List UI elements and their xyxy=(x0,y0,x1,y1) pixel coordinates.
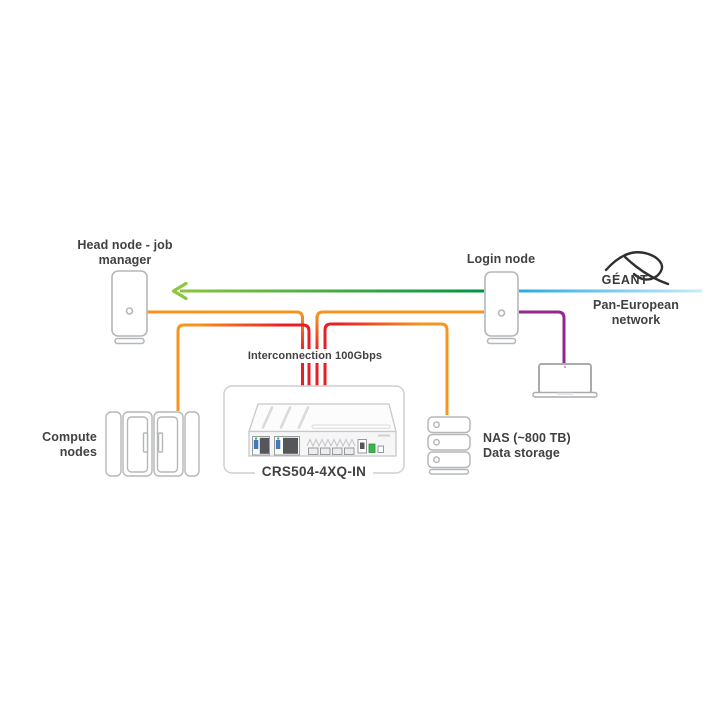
nas-label-line1: NAS (~800 TB) xyxy=(483,431,571,445)
switch-model-label: CRS504-4XQ-IN xyxy=(229,464,399,480)
compute-nodes-line2: nodes xyxy=(59,444,97,459)
nas-icon xyxy=(427,416,471,475)
head-node-label-line2: manager xyxy=(98,252,152,267)
interconnection-label-text: Interconnection 100Gbps xyxy=(243,349,387,363)
link-nas-to-switch-b xyxy=(323,322,425,386)
pan-european-line1: Pan-European xyxy=(593,298,679,312)
nas-label-line2: Data storage xyxy=(483,445,560,460)
pan-european-line2: network xyxy=(611,313,661,327)
psu-modules xyxy=(252,436,300,456)
geant-label: GÉANT xyxy=(601,273,649,287)
laptop-icon xyxy=(532,363,598,398)
head-node-icon xyxy=(111,270,148,345)
model-microtext xyxy=(378,434,390,437)
nas-label: NAS (~800 TB) Data storage xyxy=(483,431,633,460)
login-node-icon xyxy=(484,271,519,345)
head-node-label-line1: Head node - job xyxy=(77,238,173,252)
link-head-to-switch-h xyxy=(146,310,304,319)
link-nas-to-switch-a xyxy=(424,322,449,415)
terminal-block xyxy=(368,443,376,453)
front-vent-pattern xyxy=(306,438,356,448)
compute-nodes-line1: Compute xyxy=(42,430,97,444)
pan-european-network-label: Pan-European network xyxy=(561,298,711,328)
link-login-to-switch-h xyxy=(315,310,484,319)
switch-device-icon xyxy=(248,403,397,457)
top-vent-slots xyxy=(261,406,310,429)
link-compute-to-switch-b xyxy=(200,323,311,386)
ethernet-port-inner xyxy=(360,442,365,449)
head-node-label: Head node - job manager xyxy=(45,238,205,267)
compute-nodes-icon xyxy=(105,411,200,477)
geant-logo-icon xyxy=(604,251,670,286)
link-compute-to-switch-a xyxy=(176,323,201,411)
arrowhead-left-icon xyxy=(171,281,188,301)
usb-port xyxy=(377,445,384,453)
qsfp-ports xyxy=(308,447,355,455)
switch-model-text: CRS504-4XQ-IN xyxy=(254,464,374,480)
login-node-label: Login node xyxy=(466,252,536,266)
link-login-to-laptop xyxy=(519,310,566,364)
compute-nodes-label: Compute nodes xyxy=(12,430,97,459)
interconnection-label: Interconnection 100Gbps xyxy=(225,349,405,363)
